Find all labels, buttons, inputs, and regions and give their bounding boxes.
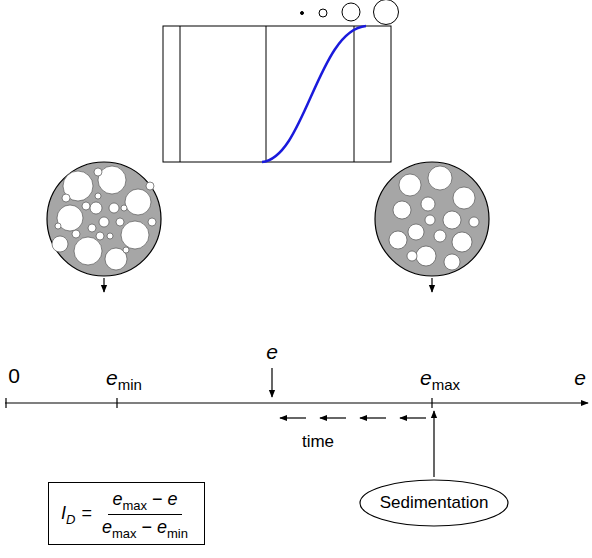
subscript: min bbox=[167, 526, 188, 541]
axis-label: time bbox=[302, 432, 334, 452]
subscript: max bbox=[112, 526, 137, 541]
grain-size-icons bbox=[301, 0, 399, 25]
symbol: e bbox=[266, 340, 278, 363]
formula-symbol: e bbox=[157, 517, 167, 538]
grading-chart bbox=[163, 26, 391, 162]
subscript: min bbox=[118, 376, 142, 393]
node-label: Sedimentation bbox=[380, 493, 489, 513]
loose-packing bbox=[375, 162, 489, 276]
dense-packing bbox=[47, 162, 161, 276]
formula-symbol: e bbox=[167, 489, 177, 510]
formula-symbol: e bbox=[112, 489, 122, 510]
formula-symbol: = bbox=[81, 503, 92, 524]
formula-symbol: − bbox=[152, 489, 163, 510]
axis-label: e bbox=[266, 340, 278, 364]
subscript: max bbox=[432, 376, 460, 393]
axis-label: emax bbox=[420, 366, 460, 390]
formula-symbol: − bbox=[142, 517, 153, 538]
symbol: time bbox=[302, 432, 334, 451]
axis-label: emin bbox=[106, 366, 142, 390]
formula-symbol: I bbox=[61, 503, 66, 524]
symbol: e bbox=[420, 366, 432, 389]
formula-box: ID=emax−eemax−emin bbox=[48, 482, 205, 545]
symbol: e bbox=[106, 366, 118, 389]
subscript: D bbox=[66, 512, 75, 527]
axis-label: e bbox=[574, 366, 586, 390]
process-ellipse: Sedimentation bbox=[359, 479, 509, 527]
symbol: e bbox=[574, 366, 586, 389]
subscript: max bbox=[122, 498, 147, 513]
formula-symbol: e bbox=[102, 517, 112, 538]
axis-label: 0 bbox=[8, 364, 20, 388]
symbol: 0 bbox=[8, 364, 20, 387]
arrows bbox=[5, 278, 588, 477]
